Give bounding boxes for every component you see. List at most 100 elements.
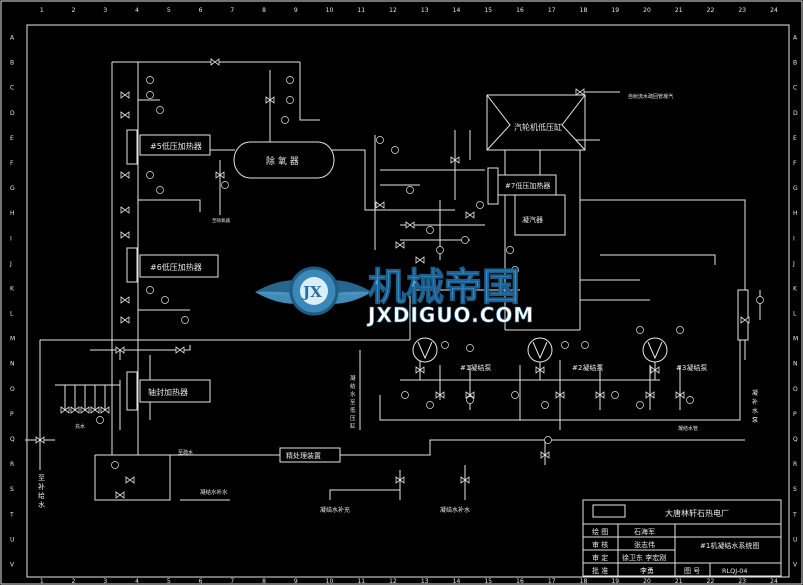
lp-turbine-casing bbox=[486, 94, 586, 151]
lp-heater-5 bbox=[139, 134, 211, 156]
column-number: 6 bbox=[199, 7, 203, 14]
vertical-char: 给 bbox=[38, 491, 45, 500]
gauge-icon bbox=[376, 136, 384, 144]
column-number: 16 bbox=[516, 578, 524, 585]
valve-icon bbox=[125, 476, 135, 484]
column-number: 15 bbox=[484, 578, 492, 585]
gauge-icon bbox=[181, 316, 189, 324]
title-drawing: #1机凝结水系统图 bbox=[700, 541, 759, 550]
column-number: 2 bbox=[72, 7, 76, 14]
gauge-icon bbox=[611, 391, 619, 399]
gauge-icon bbox=[511, 266, 519, 274]
piping bbox=[25, 61, 761, 501]
gland-heater bbox=[139, 379, 211, 403]
column-number: 9 bbox=[294, 7, 298, 14]
gauge-icon bbox=[636, 326, 644, 334]
valve-icon bbox=[115, 491, 125, 499]
row-letter: S bbox=[793, 486, 797, 493]
title-block: 大唐林轩石热电厂 #1机凝结水系统图 绘 图 石海军 审 核 张志伟 审 定 徐… bbox=[582, 499, 782, 577]
label-turbine: 汽轮机低压缸 bbox=[514, 122, 562, 132]
valve-icon bbox=[645, 391, 655, 399]
row-letter: B bbox=[10, 60, 14, 67]
column-number: 3 bbox=[103, 7, 107, 14]
row-letter: E bbox=[10, 135, 14, 142]
valve-icon bbox=[650, 366, 660, 374]
title-logo-box bbox=[592, 504, 626, 518]
valve-icon bbox=[120, 296, 130, 304]
title-name-0: 石海军 bbox=[634, 527, 655, 536]
valve-icon bbox=[80, 406, 90, 414]
valve-icon bbox=[265, 96, 275, 104]
valve-icon bbox=[540, 451, 550, 459]
vertical-char: 泵 bbox=[752, 417, 758, 424]
row-letter: A bbox=[10, 35, 15, 42]
column-number: 4 bbox=[135, 578, 139, 585]
valve-icon bbox=[740, 316, 750, 324]
watermark: JX 机械帝国 JXDIGUO.COM bbox=[255, 265, 534, 327]
row-letter: U bbox=[10, 536, 14, 543]
title-drawing-no-label: 图 号 bbox=[684, 567, 700, 575]
row-letter: H bbox=[10, 210, 15, 217]
gauge-icon bbox=[161, 296, 169, 304]
row-letter: N bbox=[793, 361, 798, 368]
column-number: 11 bbox=[357, 7, 365, 14]
row-letter: M bbox=[793, 336, 798, 343]
note-makeup2: 凝结水补水 bbox=[200, 488, 228, 496]
note-drain-line: 凝结水管 bbox=[678, 425, 698, 432]
gauge-icon bbox=[756, 296, 764, 304]
vertical-char: 水 bbox=[38, 500, 45, 509]
note-fill: 充水 bbox=[75, 423, 85, 430]
row-letter: T bbox=[792, 511, 797, 518]
vertical-char: 缸 bbox=[350, 422, 356, 430]
valve-icon bbox=[35, 436, 45, 444]
column-number: 13 bbox=[421, 7, 429, 14]
column-number: 8 bbox=[262, 578, 266, 585]
column-number: 5 bbox=[167, 7, 171, 14]
row-letter: U bbox=[793, 536, 797, 543]
valve-icon bbox=[405, 221, 415, 229]
valve-icon bbox=[465, 211, 475, 219]
column-number: 19 bbox=[611, 7, 619, 14]
column-number: 7 bbox=[230, 578, 234, 585]
vertical-char: 水 bbox=[350, 390, 356, 398]
column-number: 3 bbox=[103, 578, 107, 585]
valve-icon bbox=[595, 391, 605, 399]
row-letter: R bbox=[793, 461, 797, 468]
valve-icon bbox=[90, 406, 100, 414]
row-letter: E bbox=[793, 135, 797, 142]
row-letter: P bbox=[793, 411, 797, 418]
vertical-char: 补 bbox=[38, 482, 45, 491]
heater6-flange bbox=[126, 247, 138, 283]
column-number: 19 bbox=[611, 578, 619, 585]
condenser bbox=[514, 194, 566, 236]
column-number: 23 bbox=[738, 578, 746, 585]
vertical-char: 水 bbox=[752, 407, 758, 415]
valve-icon bbox=[435, 391, 445, 399]
row-letter: B bbox=[793, 60, 797, 67]
gauge-icon bbox=[111, 461, 119, 469]
column-number: 20 bbox=[643, 578, 651, 585]
column-number: 21 bbox=[675, 7, 683, 14]
gauge-icon bbox=[146, 286, 154, 294]
title-company: 大唐林轩石热电厂 bbox=[665, 508, 729, 518]
row-letter: G bbox=[10, 185, 15, 192]
column-number: 22 bbox=[707, 578, 715, 585]
label-polisher: 精处理装置 bbox=[286, 451, 321, 460]
note-drain: 凝结水补水 bbox=[440, 506, 470, 514]
watermark-emblem: JX bbox=[301, 283, 322, 301]
row-letter: D bbox=[793, 110, 798, 117]
gauge-icon bbox=[636, 401, 644, 409]
valve-icon bbox=[575, 88, 585, 96]
column-number: 10 bbox=[326, 578, 334, 585]
valve-icon bbox=[120, 91, 130, 99]
column-number: 1 bbox=[40, 578, 44, 585]
valve-icon bbox=[120, 231, 130, 239]
row-letter: O bbox=[793, 386, 798, 393]
makeup-tank bbox=[737, 289, 749, 341]
column-number: 9 bbox=[294, 578, 298, 585]
gauge-icon bbox=[221, 181, 229, 189]
